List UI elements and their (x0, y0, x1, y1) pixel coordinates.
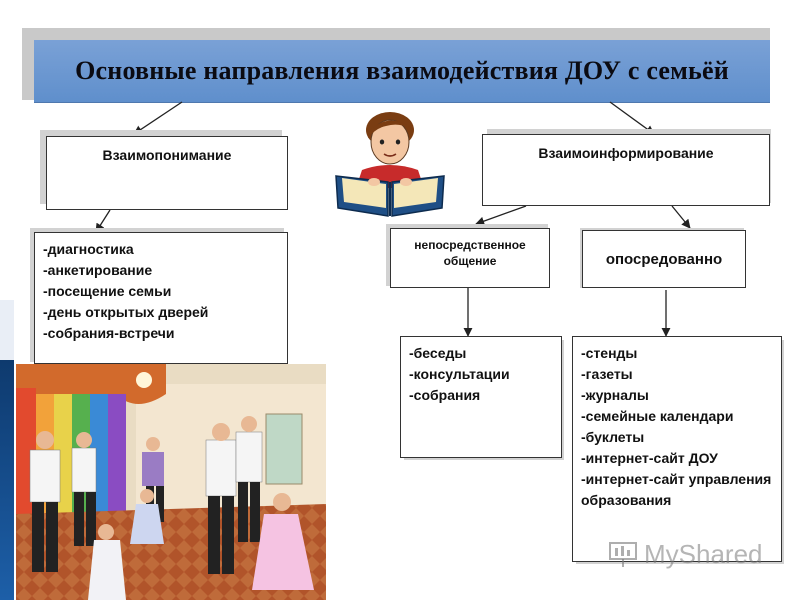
informing-box: Взаимоинформирование (482, 134, 770, 206)
indirect-list-box: -стенды -газеты -журналы -семейные календар… (572, 336, 782, 562)
indirect-list-item: -семейные календари (581, 408, 734, 424)
understanding-label: Взаимопонимание (102, 147, 232, 163)
indirect-box: опосредованно (582, 230, 746, 288)
direct-list-item: -беседы (409, 345, 467, 361)
understanding-list-item: -диагностика (43, 241, 134, 257)
direct-list-item: -консультации (409, 366, 510, 382)
children-party-photo (16, 364, 326, 600)
side-decoration-stripe (0, 360, 14, 600)
direct-label: непосредственное общение (414, 238, 526, 268)
presentation-icon (609, 542, 637, 567)
arrow-informing-to-indirect (671, 205, 691, 229)
indirect-list-item: -стенды (581, 345, 638, 361)
arrow-informing-to-direct (475, 205, 527, 226)
direct-list: -беседы -консультации -собрания (409, 343, 553, 406)
understanding-list: -диагностика -анкетирование -посещение сем… (43, 239, 279, 344)
indirect-list: -стенды -газеты -журналы -семейные календар… (581, 343, 773, 511)
watermark-text: MyShared (644, 538, 763, 569)
indirect-list-item: -журналы (581, 387, 649, 403)
indirect-label: опосредованно (605, 250, 723, 268)
understanding-list-item: -собрания-встречи (43, 325, 175, 341)
understanding-list-item: -посещение семьи (43, 283, 172, 299)
understanding-list-item: -день открытых дверей (43, 304, 209, 320)
direct-list-box: -беседы -консультации -собрания (400, 336, 562, 458)
understanding-list-box: -диагностика -анкетирование -посещение сем… (34, 232, 288, 364)
indirect-list-item: -буклеты (581, 429, 645, 445)
informing-label: Взаимоинформирование (538, 145, 714, 161)
person-reading-book-icon (335, 112, 445, 217)
title-banner: Основные направления взаимодействия ДОУ … (34, 40, 770, 103)
direct-box: непосредственное общение (390, 228, 550, 288)
understanding-box: Взаимопонимание (46, 136, 288, 210)
arrow-title-to-informing (609, 101, 655, 135)
indirect-list-item: -газеты (581, 366, 633, 382)
side-decoration-light (0, 300, 14, 360)
understanding-list-item: -анкетирование (43, 262, 153, 278)
direct-list-item: -собрания (409, 387, 481, 403)
indirect-list-item: -интернет-сайт управления образования (581, 471, 772, 508)
arrow-title-to-understanding (133, 101, 183, 135)
page-title: Основные направления взаимодействия ДОУ … (75, 56, 729, 85)
indirect-list-item: -интернет-сайт ДОУ (581, 450, 718, 466)
watermark: MyShared (608, 536, 768, 572)
